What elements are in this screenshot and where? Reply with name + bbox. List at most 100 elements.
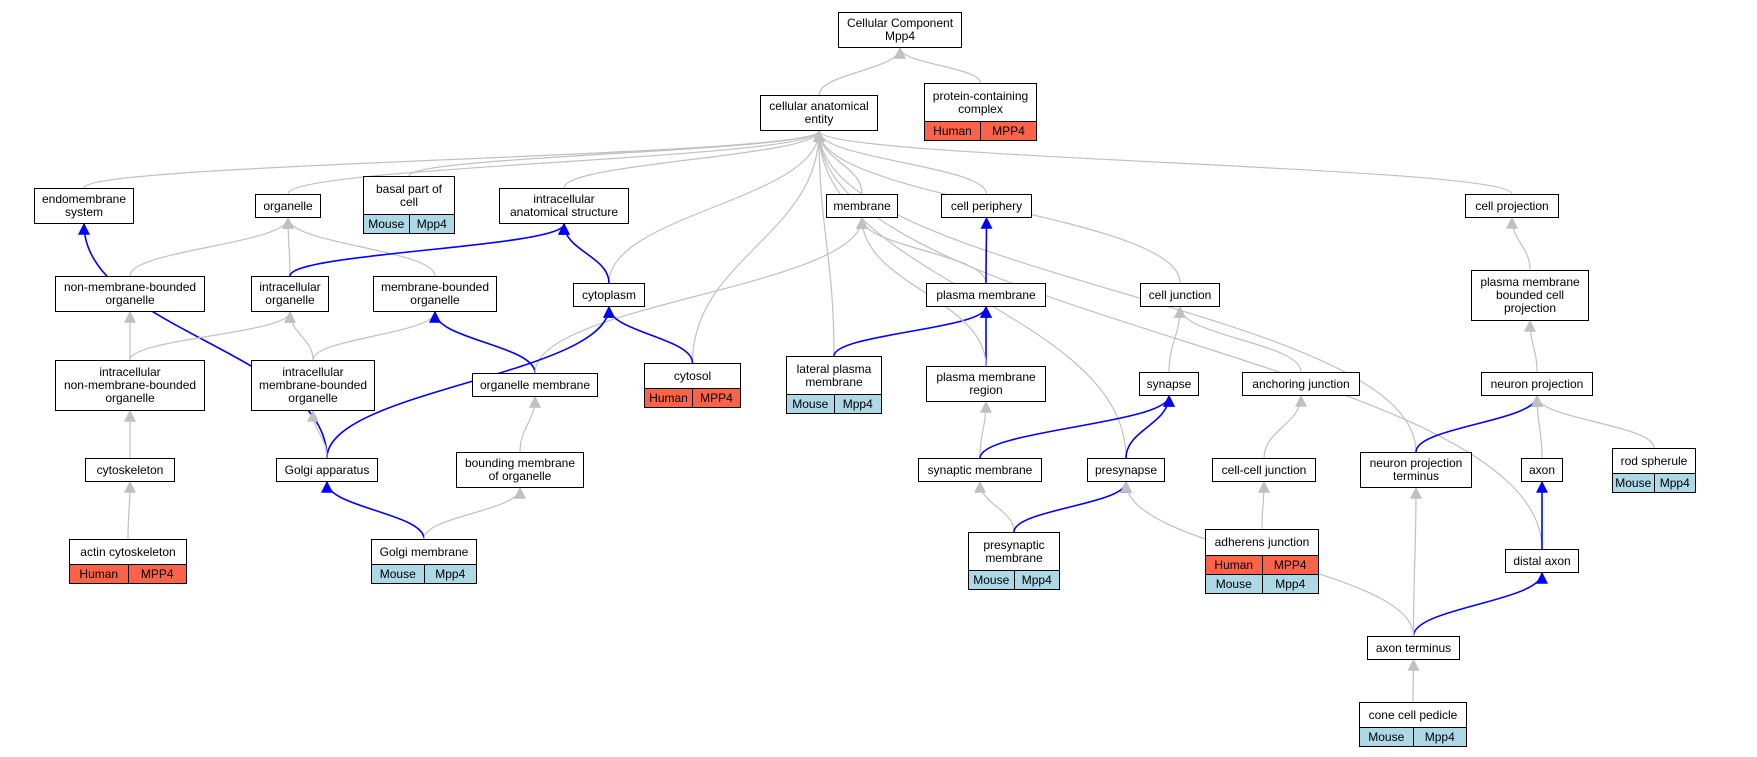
node-adherens-junction[interactable]: adherens junction Human MPP4 Mouse Mpp4 — [1205, 529, 1319, 594]
node-label: intracellular non-membrane-bounded organ… — [63, 365, 197, 405]
node-plasma-membrane-bounded-cell-projection[interactable]: plasma membrane bounded cell projection — [1471, 270, 1589, 321]
node-organelle[interactable]: organelle — [255, 194, 321, 218]
node-golgi-apparatus[interactable]: Golgi apparatus — [276, 458, 378, 482]
node-plasma-membrane[interactable]: plasma membrane — [926, 283, 1046, 307]
edge-plasma-membrane-to-membrane — [856, 216, 987, 284]
node-neuron-projection[interactable]: neuron projection — [1481, 372, 1593, 396]
node-membrane-bounded-organelle[interactable]: membrane-bounded organelle — [373, 276, 497, 312]
node-cellular-anatomical-entity[interactable]: cellular anatomical entity — [760, 95, 878, 131]
node-intracellular-non-membrane-bounded-organelle[interactable]: intracellular non-membrane-bounded organ… — [55, 360, 205, 411]
annotation-row: Mouse Mpp4 — [364, 214, 454, 233]
node-label: actin cytoskeleton — [80, 544, 176, 559]
edge-golgi-apparatus-to-endomembrane-system — [78, 222, 328, 459]
node-label: cell-cell junction — [1221, 462, 1307, 477]
node-intracellular-organelle[interactable]: intracellular organelle — [251, 276, 329, 312]
node-organelle-membrane[interactable]: organelle membrane — [472, 373, 598, 397]
gene-badge-human: MPP4 — [692, 389, 740, 407]
node-golgi-membrane[interactable]: Golgi membrane Mouse Mpp4 — [371, 539, 477, 584]
annotation-row-mouse: Mouse Mpp4 — [1206, 574, 1318, 593]
edge-adherens-junction-to-cell-cell-junction — [1257, 480, 1270, 530]
node-cell-junction[interactable]: cell junction — [1140, 283, 1220, 307]
edge-golgi-membrane-to-golgi-apparatus — [321, 480, 425, 540]
edge-cell-cell-junction-to-anchoring-junction — [1263, 394, 1307, 459]
node-plasma-membrane-region[interactable]: plasma membrane region — [926, 366, 1046, 402]
species-badge-mouse: Mouse — [1360, 728, 1413, 746]
species-badge-human: Human — [925, 122, 980, 140]
edge-axon-to-neuron-projection — [1531, 394, 1544, 459]
node-synaptic-membrane[interactable]: synaptic membrane — [918, 458, 1042, 482]
gene-badge-mouse: Mpp4 — [423, 565, 476, 583]
edge-golgi-apparatus-to-cytoplasm — [326, 305, 615, 459]
species-badge-mouse: Mouse — [787, 395, 834, 413]
node-presynaptic-membrane[interactable]: presynaptic membrane Mouse Mpp4 — [968, 532, 1060, 590]
node-rod-spherule[interactable]: rod spherule Mouse Mpp4 — [1612, 448, 1696, 493]
node-protein-containing-complex[interactable]: protein-containing complex Human MPP4 — [924, 83, 1037, 141]
node-membrane[interactable]: membrane — [826, 194, 898, 218]
node-bounding-membrane-of-organelle[interactable]: bounding membrane of organelle — [456, 452, 584, 488]
species-badge-mouse: Mouse — [372, 565, 424, 583]
edge-basal-part-of-cell-to-cellular-anatomical-entity — [408, 129, 825, 177]
edge-presynaptic-membrane-to-presynapse — [1013, 480, 1132, 533]
edge-cytosol-to-cytoplasm — [603, 305, 694, 364]
edge-synaptic-membrane-to-synapse — [979, 394, 1175, 459]
node-label: synapse — [1146, 376, 1192, 391]
edge-cell-periphery-to-cellular-anatomical-entity — [813, 129, 988, 195]
node-label: cell periphery — [950, 198, 1023, 213]
node-label: cytosol — [673, 368, 712, 383]
annotation-row: Human MPP4 — [925, 121, 1036, 140]
edge-neuron-projection-terminus-to-cellular-anatomical-entity — [813, 129, 1417, 453]
edge-neuron-projection-to-plasma-membrane-bounded-cell-projection — [1524, 319, 1538, 373]
node-label: intracellular membrane-bounded organelle — [258, 365, 368, 405]
node-label: rod spherule — [1620, 453, 1688, 468]
edge-cytosol-to-cellular-anatomical-entity — [691, 129, 825, 364]
node-label: organelle membrane — [479, 377, 591, 392]
node-label: cellular anatomical entity — [769, 99, 869, 126]
node-axon[interactable]: axon — [1521, 458, 1563, 482]
node-synapse[interactable]: synapse — [1139, 372, 1199, 396]
node-distal-axon[interactable]: distal axon — [1505, 549, 1579, 573]
node-cell-projection[interactable]: cell projection — [1465, 194, 1559, 218]
node-neuron-projection-terminus[interactable]: neuron projection terminus — [1360, 452, 1472, 488]
gene-badge-mouse: Mpp4 — [833, 395, 881, 413]
node-cytoskeleton[interactable]: cytoskeleton — [85, 458, 175, 482]
gene-badge-human: MPP4 — [980, 122, 1036, 140]
edge-protein-containing-complex-to-cellular-component — [894, 46, 982, 84]
node-label: cytoskeleton — [96, 462, 164, 477]
node-non-membrane-bounded-organelle[interactable]: non-membrane-bounded organelle — [55, 276, 205, 312]
edge-cellular-anatomical-entity-to-cellular-component — [818, 46, 906, 96]
node-actin-cytoskeleton[interactable]: actin cytoskeleton Human MPP4 — [69, 539, 187, 584]
node-intracellular-anatomical-structure[interactable]: intracellular anatomical structure — [499, 188, 629, 224]
node-axon-terminus[interactable]: axon terminus — [1367, 636, 1460, 660]
node-cell-periphery[interactable]: cell periphery — [941, 194, 1032, 218]
node-label: basal part of cell — [375, 181, 443, 209]
node-cone-cell-pedicle[interactable]: cone cell pedicle Mouse Mpp4 — [1359, 702, 1467, 747]
edge-plasma-membrane-to-cell-periphery — [980, 216, 993, 284]
edge-neuron-projection-terminus-to-neuron-projection — [1415, 394, 1543, 453]
node-cytosol[interactable]: cytosol Human MPP4 — [644, 363, 741, 408]
node-label: cone cell pedicle — [1368, 707, 1458, 722]
edge-intracellular-mb-organelle-to-membrane-bounded-organelle — [312, 310, 441, 361]
edge-cone-cell-pedicle-to-axon-terminus — [1407, 658, 1420, 703]
annotation-row: Mouse Mpp4 — [787, 394, 881, 413]
node-label: non-membrane-bounded organelle — [63, 280, 197, 307]
node-cellular-component[interactable]: Cellular Component Mpp4 — [838, 12, 962, 48]
gene-badge-mouse: Mpp4 — [1261, 575, 1318, 593]
node-label: cytoplasm — [581, 287, 637, 302]
node-label: presynapse — [1094, 462, 1158, 477]
node-anchoring-junction[interactable]: anchoring junction — [1242, 372, 1360, 396]
node-basal-part-of-cell[interactable]: basal part of cell Mouse Mpp4 — [363, 176, 455, 234]
node-intracellular-membrane-bounded-organelle[interactable]: intracellular membrane-bounded organelle — [251, 360, 375, 411]
edge-lateral-plasma-membrane-to-plasma-membrane — [833, 305, 992, 357]
edge-golgi-membrane-to-bounding-membrane-of-organelle — [423, 486, 526, 540]
node-cell-cell-junction[interactable]: cell-cell junction — [1212, 458, 1316, 482]
edge-presynaptic-membrane-to-synaptic-membrane — [974, 480, 1015, 533]
species-badge-human: Human — [1206, 556, 1262, 574]
annotation-row: Mouse Mpp4 — [372, 564, 476, 583]
node-label: plasma membrane bounded cell projection — [1480, 275, 1580, 315]
node-cytoplasm[interactable]: cytoplasm — [573, 283, 645, 307]
node-presynapse[interactable]: presynapse — [1087, 458, 1165, 482]
node-endomembrane-system[interactable]: endomembrane system — [34, 188, 134, 224]
edge-plasma-membrane-region-to-membrane — [856, 216, 987, 367]
node-lateral-plasma-membrane[interactable]: lateral plasma membrane Mouse Mpp4 — [786, 356, 882, 414]
annotation-row: Mouse Mpp4 — [1360, 727, 1466, 746]
